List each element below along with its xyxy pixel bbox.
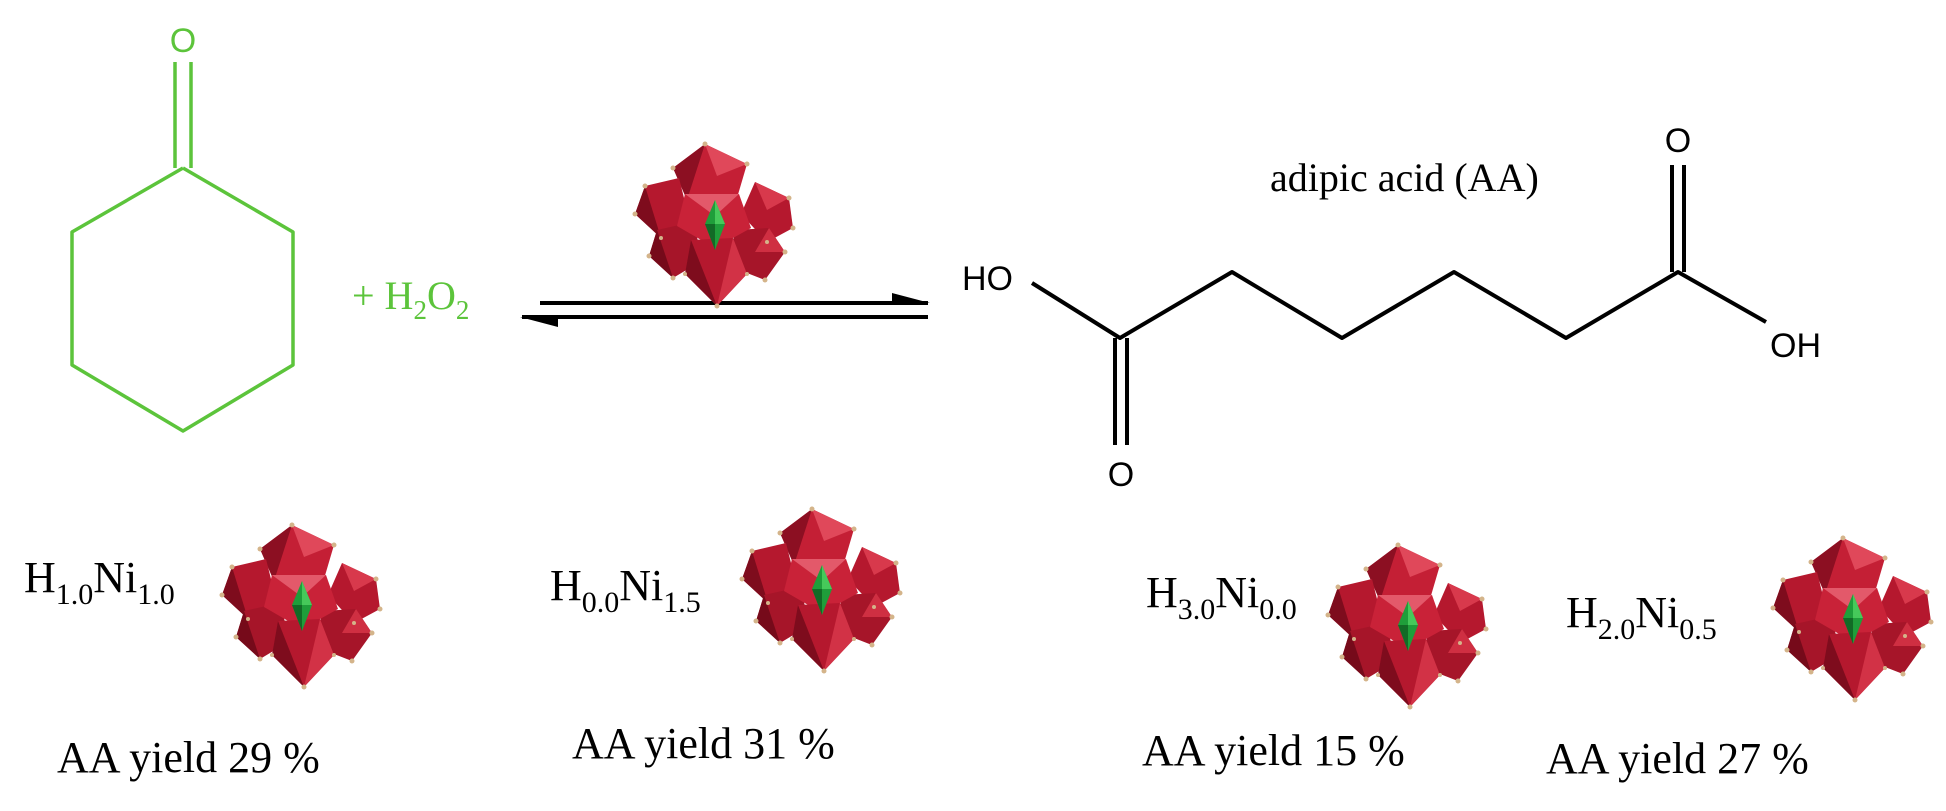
ni-subscript: 1.0 (137, 578, 175, 611)
oh-label: OH (1770, 327, 1821, 365)
catalyst-label-3: H3.0Ni0.0 (1146, 567, 1297, 627)
reagent-subscript-1: 2 (413, 295, 427, 325)
h-symbol: H (1566, 588, 1598, 637)
adipic-acid-structure (1030, 165, 1767, 445)
catalyst-label-4: H2.0Ni0.5 (1566, 587, 1717, 647)
h-subscript: 1.0 (55, 578, 94, 611)
equilibrium-arrows (520, 293, 930, 327)
ketone-oxygen-label: O (170, 22, 196, 60)
yield-label-3: AA yield 15 % (1142, 726, 1405, 775)
ni-subscript: 0.0 (1259, 593, 1297, 626)
h-symbol: H (1146, 568, 1178, 617)
product-name: adipic acid (AA) (1270, 155, 1539, 200)
h-subscript: 2.0 (1597, 613, 1636, 646)
catalyst-label-1: H1.0Ni1.0 (24, 552, 175, 612)
reagent-prefix: + H (352, 273, 414, 318)
upper-oxygen-label: O (1665, 122, 1691, 160)
h-symbol: H (550, 561, 582, 610)
lower-oxygen-label: O (1108, 456, 1134, 494)
ni-subscript: 0.5 (1679, 613, 1717, 646)
cluster-icon (1325, 542, 1489, 710)
cluster-icon (739, 506, 903, 674)
reagent-label: + H2O2 (352, 272, 469, 326)
reagent-subscript-2: 2 (455, 295, 470, 325)
h-subscript: 0.0 (581, 586, 620, 619)
ho-label: HO (962, 260, 1013, 298)
yield-label-2: AA yield 31 % (572, 719, 835, 768)
ni-symbol: Ni (93, 553, 138, 602)
h-symbol: H (24, 553, 56, 602)
ni-symbol: Ni (1215, 568, 1260, 617)
cyclohexanone-structure (70, 62, 295, 433)
reagent-oxygen: O (426, 273, 456, 318)
yield-label-1: AA yield 29 % (57, 733, 320, 782)
cluster-icon (219, 522, 383, 690)
ni-subscript: 1.5 (663, 586, 701, 619)
cluster-icon (632, 141, 796, 309)
ni-symbol: Ni (1635, 588, 1680, 637)
cluster-icon (1770, 535, 1934, 703)
yield-label-4: AA yield 27 % (1546, 734, 1809, 783)
catalyst-label-2: H0.0Ni1.5 (550, 560, 701, 620)
ni-symbol: Ni (619, 561, 664, 610)
h-subscript: 3.0 (1177, 593, 1216, 626)
